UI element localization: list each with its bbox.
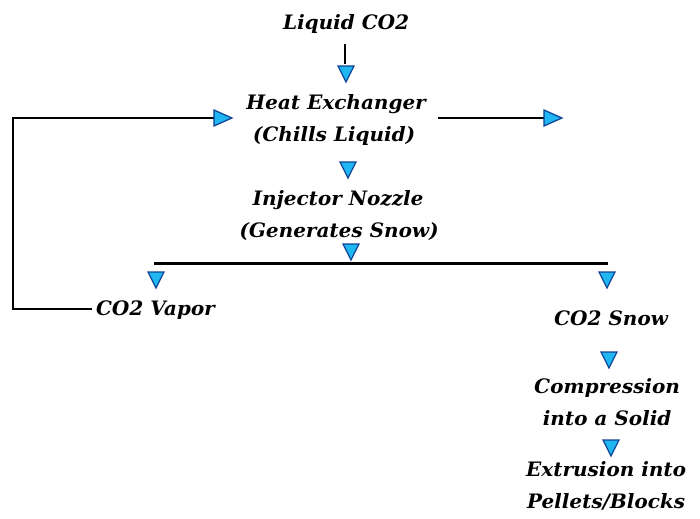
node-co2-vapor: CO2 Vapor	[96, 296, 215, 320]
node-injector-subtitle: (Generates Snow)	[239, 218, 439, 242]
node-compression-subtitle: into a Solid	[542, 406, 672, 430]
connector-recycle-top	[12, 117, 214, 119]
node-heat-exchanger-title: Heat Exchanger	[246, 90, 426, 114]
arrow-right-into-heat-exchanger	[213, 108, 234, 128]
arrow-down-to-compression	[599, 351, 619, 370]
arrow-down-to-vapor	[146, 271, 166, 290]
connector-recycle-bottom	[12, 308, 92, 310]
node-injector-title: Injector Nozzle	[252, 186, 424, 210]
arrow-down-to-injector	[338, 161, 358, 180]
node-extrusion-subtitle: Pellets/Blocks	[526, 489, 686, 513]
node-liquid-co2: Liquid CO2	[283, 10, 409, 34]
arrow-down-to-split	[341, 243, 361, 262]
arrow-down-to-extrusion	[601, 439, 621, 458]
connector-recycle-left	[12, 117, 14, 310]
connector-liquid-to-hx	[344, 44, 346, 64]
arrow-down-to-heat-exchanger	[336, 65, 356, 84]
node-heat-exchanger-subtitle: (Chills Liquid)	[252, 122, 416, 146]
node-extrusion-title: Extrusion into	[526, 457, 686, 481]
arrow-down-to-snow	[597, 271, 617, 290]
node-compression-title: Compression	[534, 374, 680, 398]
arrow-right-out-of-heat-exchanger	[543, 108, 564, 128]
connector-hx-out	[438, 117, 544, 119]
connector-split-bar	[154, 262, 608, 265]
node-co2-snow: CO2 Snow	[554, 306, 668, 330]
